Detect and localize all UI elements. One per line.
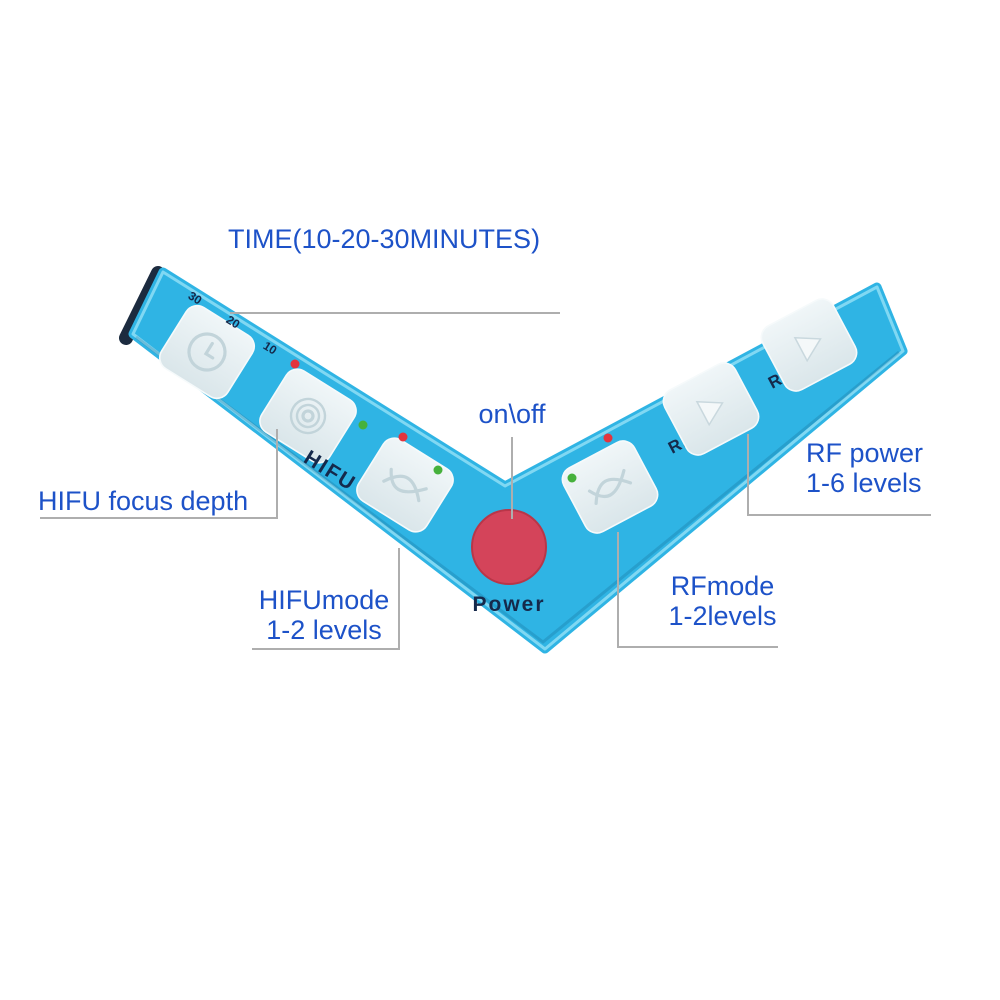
power-button[interactable] [471,509,547,585]
led-indicator-red [603,433,613,443]
annotation-hifu-focus: HIFU focus depth [38,486,249,516]
hifu-focus-depth-button[interactable] [255,364,361,467]
annotation-rf-mode: RFmode 1-2levels [640,571,805,631]
annotation-hifu-mode: HIFUmode 1-2 levels [234,585,414,645]
annotation-rf-mode-line1: RFmode [670,571,775,601]
annotation-onoff: on\off [478,399,546,429]
triangle-arrow-icon [793,336,822,363]
rf-level-button-2[interactable] [757,294,861,395]
panel-bottom-shade [135,335,900,644]
led-indicator-green [358,420,368,430]
callout-rf-power-line-h [747,514,931,516]
callout-hifu-mode-line-v [398,548,400,650]
rf-mode-button-face [561,440,659,534]
annotation-time: TIME(10-20-30MINUTES) [228,224,541,254]
hifu-mode-button-face [356,437,454,533]
rf-mode-button[interactable] [558,436,662,537]
annotation-rf-power-line2: 1-6 levels [806,468,922,499]
annotation-hifu-mode-line1: HIFUmode [258,585,390,615]
led-indicator-green [567,473,577,483]
time-button[interactable] [155,301,259,403]
annotation-rf-mode-line2: 1-2levels [668,601,777,632]
triangle-arrow-icon [695,400,724,427]
led-indicator-red [398,432,408,442]
callout-rf-mode-line-v [617,532,619,648]
hifu-focus-depth-button-face [259,368,357,464]
led-indicator-green [433,465,443,475]
callout-rf-mode-line-h [618,646,778,648]
callout-hifu-mode-line-h [252,648,400,650]
callout-onoff-line [511,437,513,519]
callout-time-line [230,312,560,314]
annotation-hifu-mode-line2: 1-2 levels [266,615,382,646]
power-label: Power [472,593,545,616]
callout-hifu-focus-line-v [276,429,278,519]
annotation-rf-power-line1: RF power [806,438,924,468]
panel-edge-highlight [131,270,905,651]
annotation-rf-power: RF power 1-6 levels [806,438,923,498]
callout-hifu-focus-line-h [40,517,278,519]
callout-rf-power-line-v [747,434,749,516]
hifu-mode-button[interactable] [352,433,458,536]
focus-depth-icon [289,397,327,435]
led-indicator-red [290,359,300,369]
rf-level-button-1[interactable] [659,358,763,459]
clock-icon [187,332,227,372]
